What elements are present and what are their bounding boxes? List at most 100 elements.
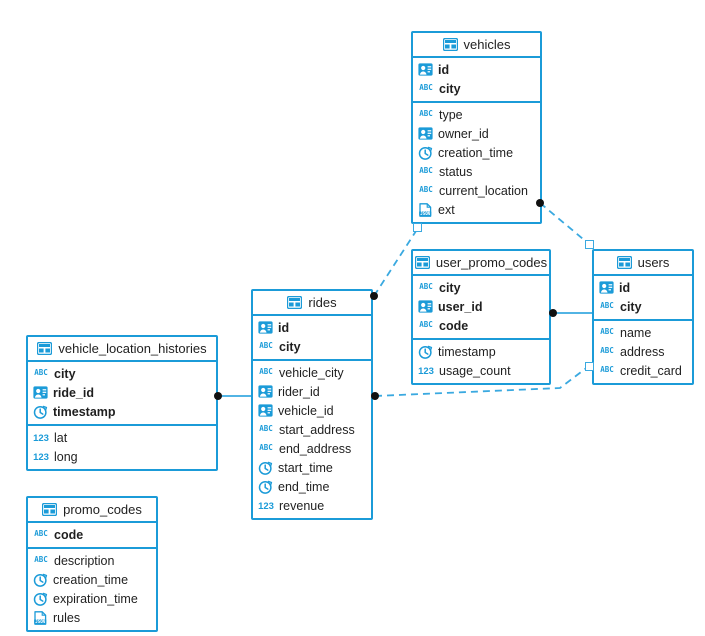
field-name: start_address (279, 422, 355, 437)
field-name: type (439, 107, 463, 122)
field-name: usage_count (439, 363, 511, 378)
field-name: credit_card (620, 363, 682, 378)
table-name: user_promo_codes (435, 255, 548, 270)
abc-string-icon: ABC (419, 108, 433, 118)
123-number-icon: 123 (33, 432, 49, 444)
table-name: vehicle_location_histories (58, 341, 207, 356)
edge-endpoint-square (413, 223, 422, 232)
table-field: 123 lat (28, 428, 216, 447)
primary-key-field: id (253, 318, 371, 337)
abc-string-icon: ABC (34, 554, 48, 564)
abc-string-icon: ABC (34, 367, 48, 377)
abc-string-icon: ABC (419, 82, 433, 92)
json-document-icon: JSON (418, 202, 433, 217)
table-field: start_time (253, 458, 371, 477)
primary-key-field: id (594, 278, 692, 297)
table-field: ABC start_address (253, 420, 371, 439)
edge-endpoint-dot (214, 392, 222, 400)
primary-key-field: ABC city (253, 337, 371, 356)
abc-string-icon: ABC (259, 442, 273, 452)
field-name: code (54, 527, 84, 542)
field-name: expiration_time (53, 591, 138, 606)
primary-key-field: ride_id (28, 383, 216, 402)
table-field: end_time (253, 477, 371, 496)
table-header[interactable]: vehicle_location_histories (28, 337, 216, 362)
123-number-icon: 123 (33, 451, 49, 463)
edge-endpoint-square (585, 362, 594, 371)
clock-icon (33, 405, 48, 419)
field-name: lat (54, 430, 68, 445)
svg-text:JSON: JSON (35, 619, 45, 624)
abc-string-icon: ABC (259, 340, 273, 350)
table-field: 123 long (28, 447, 216, 466)
id-card-icon (418, 63, 433, 76)
table-header[interactable]: user_promo_codes (413, 251, 549, 276)
field-name: code (439, 318, 469, 333)
field-name: start_time (278, 460, 333, 475)
field-name: vehicle_id (278, 403, 334, 418)
primary-key-field: ABC city (594, 297, 692, 316)
field-name: end_address (279, 441, 352, 456)
abc-string-icon: ABC (600, 326, 614, 336)
edge-endpoint-dot (370, 292, 378, 300)
field-name: city (279, 339, 301, 354)
table-name: vehicles (463, 37, 511, 52)
abc-string-icon: ABC (259, 423, 273, 433)
field-name: city (439, 280, 461, 295)
abc-string-icon: ABC (34, 528, 48, 538)
table-name: rides (308, 295, 337, 310)
id-card-icon (599, 281, 614, 294)
edge-endpoint-dot (371, 392, 379, 400)
field-name: id (278, 320, 290, 335)
primary-key-field: ABC city (413, 79, 540, 98)
table-field: ABC end_address (253, 439, 371, 458)
abc-string-icon: ABC (600, 364, 614, 374)
table-grid-icon (616, 256, 632, 269)
id-card-icon (418, 127, 433, 140)
table-grid-icon (442, 38, 458, 51)
clock-icon (418, 345, 433, 359)
table-field: vehicle_id (253, 401, 371, 420)
table-header[interactable]: vehicles (413, 33, 540, 58)
field-name: description (54, 553, 115, 568)
field-name: long (54, 449, 78, 464)
table-field: owner_id (413, 124, 540, 143)
123-number-icon: 123 (418, 365, 434, 377)
field-name: id (438, 62, 450, 77)
primary-key-section: ABC code (28, 523, 156, 549)
id-card-icon (33, 386, 48, 399)
primary-key-field: timestamp (28, 402, 216, 421)
table-header[interactable]: rides (253, 291, 371, 316)
table-header[interactable]: users (594, 251, 692, 276)
edge-vehicles-users (539, 202, 590, 245)
primary-key-field: ABC city (28, 364, 216, 383)
abc-string-icon: ABC (600, 345, 614, 355)
id-card-icon (258, 404, 273, 417)
table-field: 123 usage_count (413, 361, 549, 380)
field-name: city (439, 81, 461, 96)
field-name: city (620, 299, 642, 314)
abc-string-icon: ABC (600, 300, 614, 310)
clock-icon (258, 461, 273, 475)
table-header[interactable]: promo_codes (28, 498, 156, 523)
field-name: ext (438, 202, 455, 217)
field-name: city (54, 366, 76, 381)
table-name: users (637, 255, 670, 270)
field-name: user_id (438, 299, 483, 314)
